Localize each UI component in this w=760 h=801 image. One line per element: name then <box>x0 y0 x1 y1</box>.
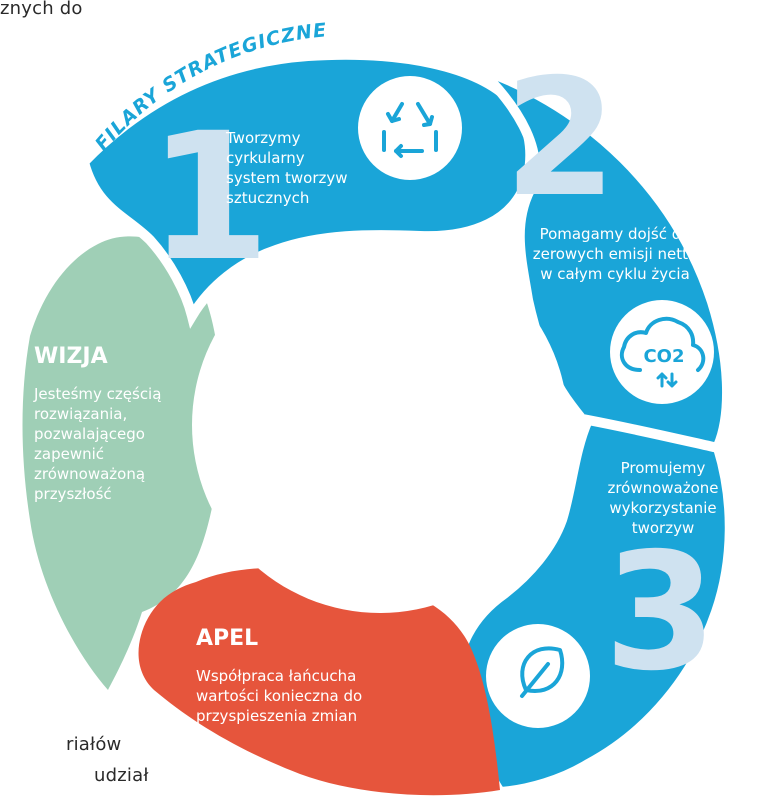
vision-line-2: rozwiązania, <box>34 405 128 423</box>
pillar-3-line-4: tworzyw <box>631 519 695 537</box>
vision-text: WIZJA Jesteśmy częścią rozwiązania, pozw… <box>34 344 214 504</box>
vision-segment <box>22 236 222 690</box>
co2-cloud-icon: CO2 <box>619 316 706 388</box>
pillar-1-line-2: cyrkularny <box>226 149 305 167</box>
pillar-2-line-2: zerowych emisji netto <box>532 245 698 263</box>
pillar-1-line-3: system tworzyw <box>226 169 348 187</box>
appeal-segment <box>138 567 500 796</box>
vision-line-6: przyszłość <box>34 485 112 503</box>
appeal-line-3: przyspieszenia zmian <box>196 707 358 725</box>
pillar-2-line-3: w całym cyklu życia <box>540 265 690 283</box>
appeal-title: APEL <box>196 626 259 651</box>
vision-line-1: Jesteśmy częścią <box>34 385 162 403</box>
center-circle <box>192 237 568 613</box>
appeal-line-1: Współpraca łańcucha <box>196 667 357 685</box>
pillar-3-line-2: zrównoważone <box>607 479 719 497</box>
background-text-bottom-2: udział <box>94 765 149 786</box>
pillar-1-line-1: Tworzymy <box>226 129 301 147</box>
recycle-icon <box>382 102 438 158</box>
pillar-3-line-3: wykorzystanie <box>609 499 717 517</box>
pillar-3-line-1: Promujemy <box>620 459 706 477</box>
pillar-1-number: 1 <box>148 95 270 300</box>
background-text-bottom-1: riałów <box>66 734 122 755</box>
vision-title: WIZJA <box>34 344 108 369</box>
pillar-3-number: 3 <box>604 519 717 707</box>
background-text-top: znych do <box>0 0 83 19</box>
vision-line-5: zrównoważoną <box>34 465 146 483</box>
co2-label: CO2 <box>643 346 684 367</box>
pillar-1-line-4: sztucznych <box>226 189 310 207</box>
leaf-icon <box>520 646 565 698</box>
pillar-1-icon-circle <box>358 76 462 180</box>
appeal-line-2: wartości konieczna do <box>196 687 363 705</box>
pillar-1-text: Tworzymy cyrkularny system tworzyw sztuc… <box>226 128 386 208</box>
pillar-2-text: Pomagamy dojść do zerowych emisji netto … <box>510 224 720 284</box>
pillar-2-number: 2 <box>504 45 617 233</box>
vision-line-3: pozwalającego <box>34 425 145 443</box>
pillar-3-text: Promujemy zrównoważone wykorzystanie two… <box>588 458 738 538</box>
appeal-text: APEL Współpraca łańcucha wartości koniec… <box>196 626 426 726</box>
pillar-2-line-1: Pomagamy dojść do <box>539 225 691 243</box>
vision-line-4: zapewnić <box>34 445 105 463</box>
